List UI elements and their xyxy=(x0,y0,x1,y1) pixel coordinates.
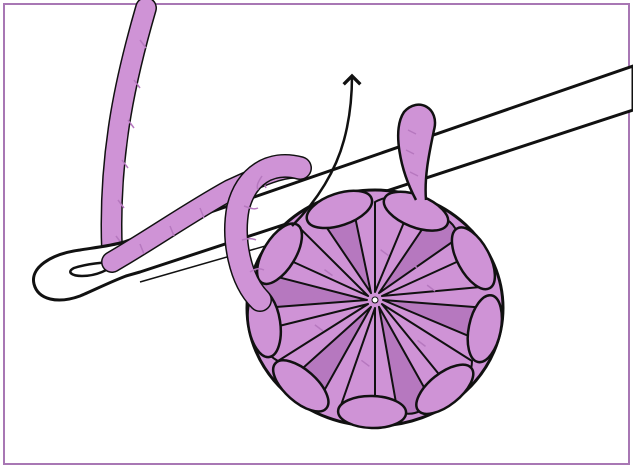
ring-outer-loop xyxy=(338,395,407,429)
ring-center xyxy=(372,297,378,303)
